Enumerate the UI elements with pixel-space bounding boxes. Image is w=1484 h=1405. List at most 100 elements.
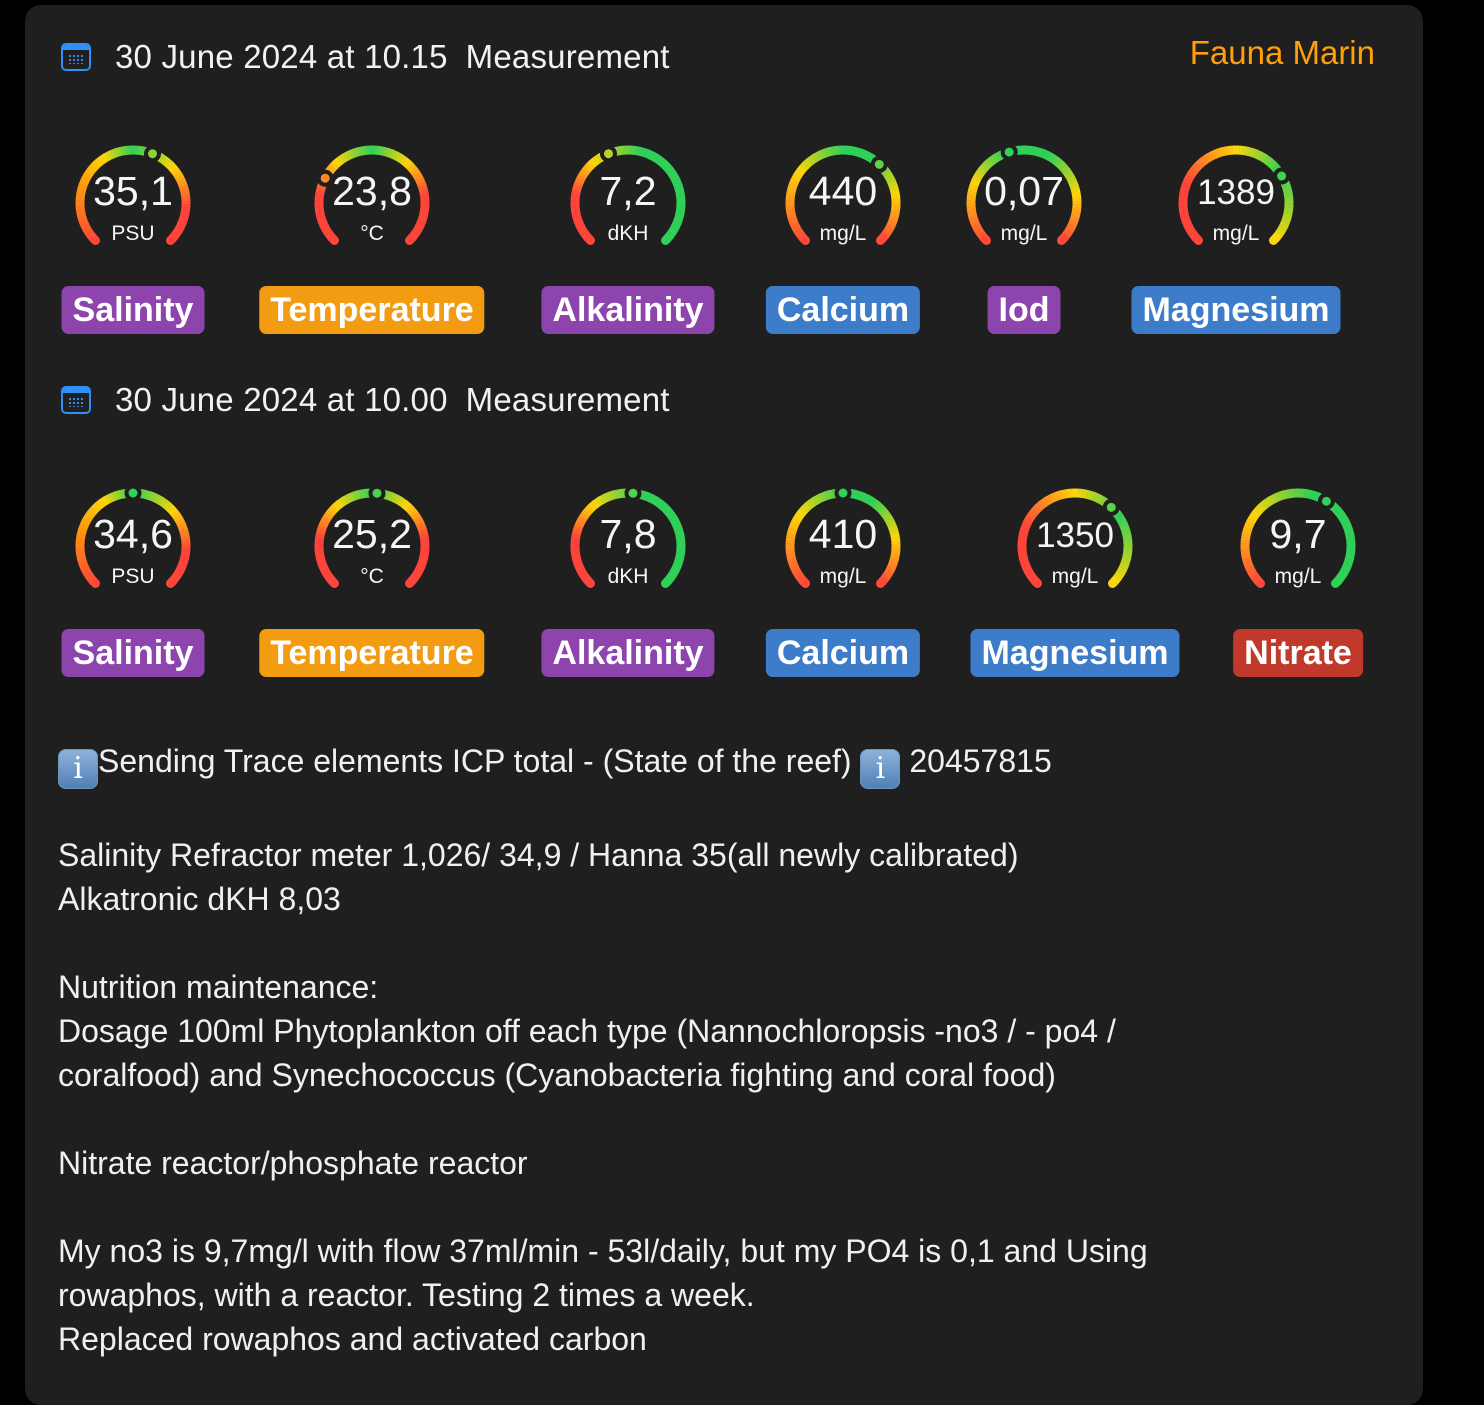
gauge-arc-segment (154, 497, 157, 498)
gauge-arc-segment (577, 559, 578, 562)
gauge-temperature: 23,8°C (307, 138, 437, 258)
note-line (58, 789, 1388, 833)
gauge-arc-segment (973, 216, 974, 219)
gauge-arc-segment (1041, 504, 1044, 506)
gauge-value: 410 (778, 511, 908, 558)
parameter-badge-magnesium[interactable]: Magnesium (1131, 286, 1340, 334)
gauge-arc-segment (816, 499, 819, 501)
gauge-arc-segment (652, 499, 655, 501)
note-line: rowaphos, with a reactor. Testing 2 time… (58, 1273, 1388, 1317)
gauge-unit: °C (307, 222, 437, 246)
gauge-arc-segment (409, 165, 411, 167)
parameter-badge-temperature[interactable]: Temperature (259, 286, 484, 334)
gauge-arc-segment (678, 559, 679, 562)
gauge-arc-segment (1058, 163, 1060, 165)
gauge-marker (602, 147, 615, 160)
gauge-arc-segment (321, 559, 322, 562)
parameter-badge-magnesium[interactable]: Magnesium (970, 629, 1179, 677)
gauge-arc-segment (104, 157, 107, 159)
gauge-arc-segment (96, 163, 98, 165)
gauge-arc-segment (1045, 154, 1048, 155)
gauge-arc-segment (655, 157, 658, 159)
gauge-marker (370, 487, 383, 500)
gauge-arc-segment (599, 500, 602, 502)
gauge-arc-segment (1247, 559, 1248, 562)
gauge-arc-segment (1269, 500, 1272, 502)
gauge-arc-segment (1254, 153, 1257, 154)
gauge-arc-segment (811, 502, 814, 504)
gauge-arc-segment (1023, 556, 1024, 559)
parameter-badge-salinity[interactable]: Salinity (62, 629, 205, 677)
gauge-arc-segment (870, 157, 873, 159)
gauge-arc-segment (806, 506, 808, 508)
gauge-arc-segment (1277, 496, 1280, 497)
gauge-arc-segment (662, 163, 664, 165)
gauge-arc-segment (390, 153, 393, 154)
gauge-arc-segment (652, 156, 655, 158)
gauge-arc-segment (992, 159, 995, 161)
gauge-arc-segment (1048, 156, 1051, 158)
measurement-date: 30 June 2024 at 10.00 (115, 381, 448, 419)
gauge-arc-segment (990, 161, 993, 163)
calendar-icon (61, 43, 91, 71)
gauge-arc-segment (1051, 497, 1054, 498)
gauge-arc-segment (1207, 157, 1210, 159)
gauge-value: 7,8 (563, 511, 693, 558)
gauge-arc-segment (360, 494, 363, 495)
gauge-arc-segment (792, 216, 793, 219)
gauge-value: 25,2 (307, 511, 437, 558)
gauge-arc-segment (1056, 161, 1059, 163)
gauge-arc-segment (861, 153, 864, 154)
gauge-arc-segment (354, 495, 357, 496)
gauge-arc-segment (613, 494, 616, 495)
gauge-arc-segment (94, 165, 96, 167)
parameter-badge-alkalinity[interactable]: Alkalinity (541, 629, 714, 677)
gauge-arc-segment (142, 494, 145, 495)
gauge-arc-segment (649, 497, 652, 498)
gauge-arc-segment (112, 153, 115, 154)
measurement-label: Measurement (466, 381, 670, 419)
gauge-arc-segment (333, 165, 335, 167)
gauge-arc-segment (1215, 153, 1218, 154)
gauge-arc-segment (401, 159, 404, 161)
gauge-arc-segment (1265, 159, 1268, 161)
parameter-badge-calcium[interactable]: Calcium (766, 286, 920, 334)
brand-link[interactable]: Fauna Marin (1190, 34, 1375, 72)
gauge-arc-segment (115, 495, 118, 496)
parameter-badge-temperature[interactable]: Temperature (259, 629, 484, 677)
gauge-arc-segment (816, 156, 819, 158)
gauge-arc-segment (814, 157, 817, 159)
gauge-arc-segment (345, 156, 348, 158)
parameter-badge-iod[interactable]: Iod (988, 286, 1061, 334)
gauge-arc-segment (399, 157, 402, 159)
parameter-badge-salinity[interactable]: Salinity (62, 286, 205, 334)
gauge-arc-segment (1185, 216, 1186, 219)
gauge-arc-segment (855, 494, 858, 495)
gauge-arc-segment (1034, 510, 1036, 512)
parameter-badge-calcium[interactable]: Calcium (766, 629, 920, 677)
gauge-arc-segment (660, 161, 663, 163)
gauge-arc-segment (1057, 495, 1060, 496)
note-line: My no3 is 9,7mg/l with flow 37ml/min - 5… (58, 1229, 1388, 1273)
gauge-arc-segment (877, 506, 879, 508)
parameter-badge-nitrate[interactable]: Nitrate (1233, 629, 1363, 677)
gauge-arc-segment (1046, 500, 1049, 502)
gauge-arc-segment (1268, 161, 1271, 163)
gauge-arc-segment (118, 151, 121, 152)
gauge-arc-segment (616, 494, 619, 495)
gauge-arc-segment (1287, 213, 1288, 216)
gauge-arc-segment (1053, 159, 1056, 161)
gauge-arc-segment (893, 216, 894, 219)
gauge-arc-segment (396, 499, 399, 501)
gauge-arc-segment (118, 494, 121, 495)
gauge-marker (626, 487, 639, 500)
parameter-badge-alkalinity[interactable]: Alkalinity (541, 286, 714, 334)
gauge-arc-segment (338, 161, 341, 163)
gauge-arc-segment (1257, 154, 1260, 155)
gauge-arc-segment (1348, 559, 1349, 562)
